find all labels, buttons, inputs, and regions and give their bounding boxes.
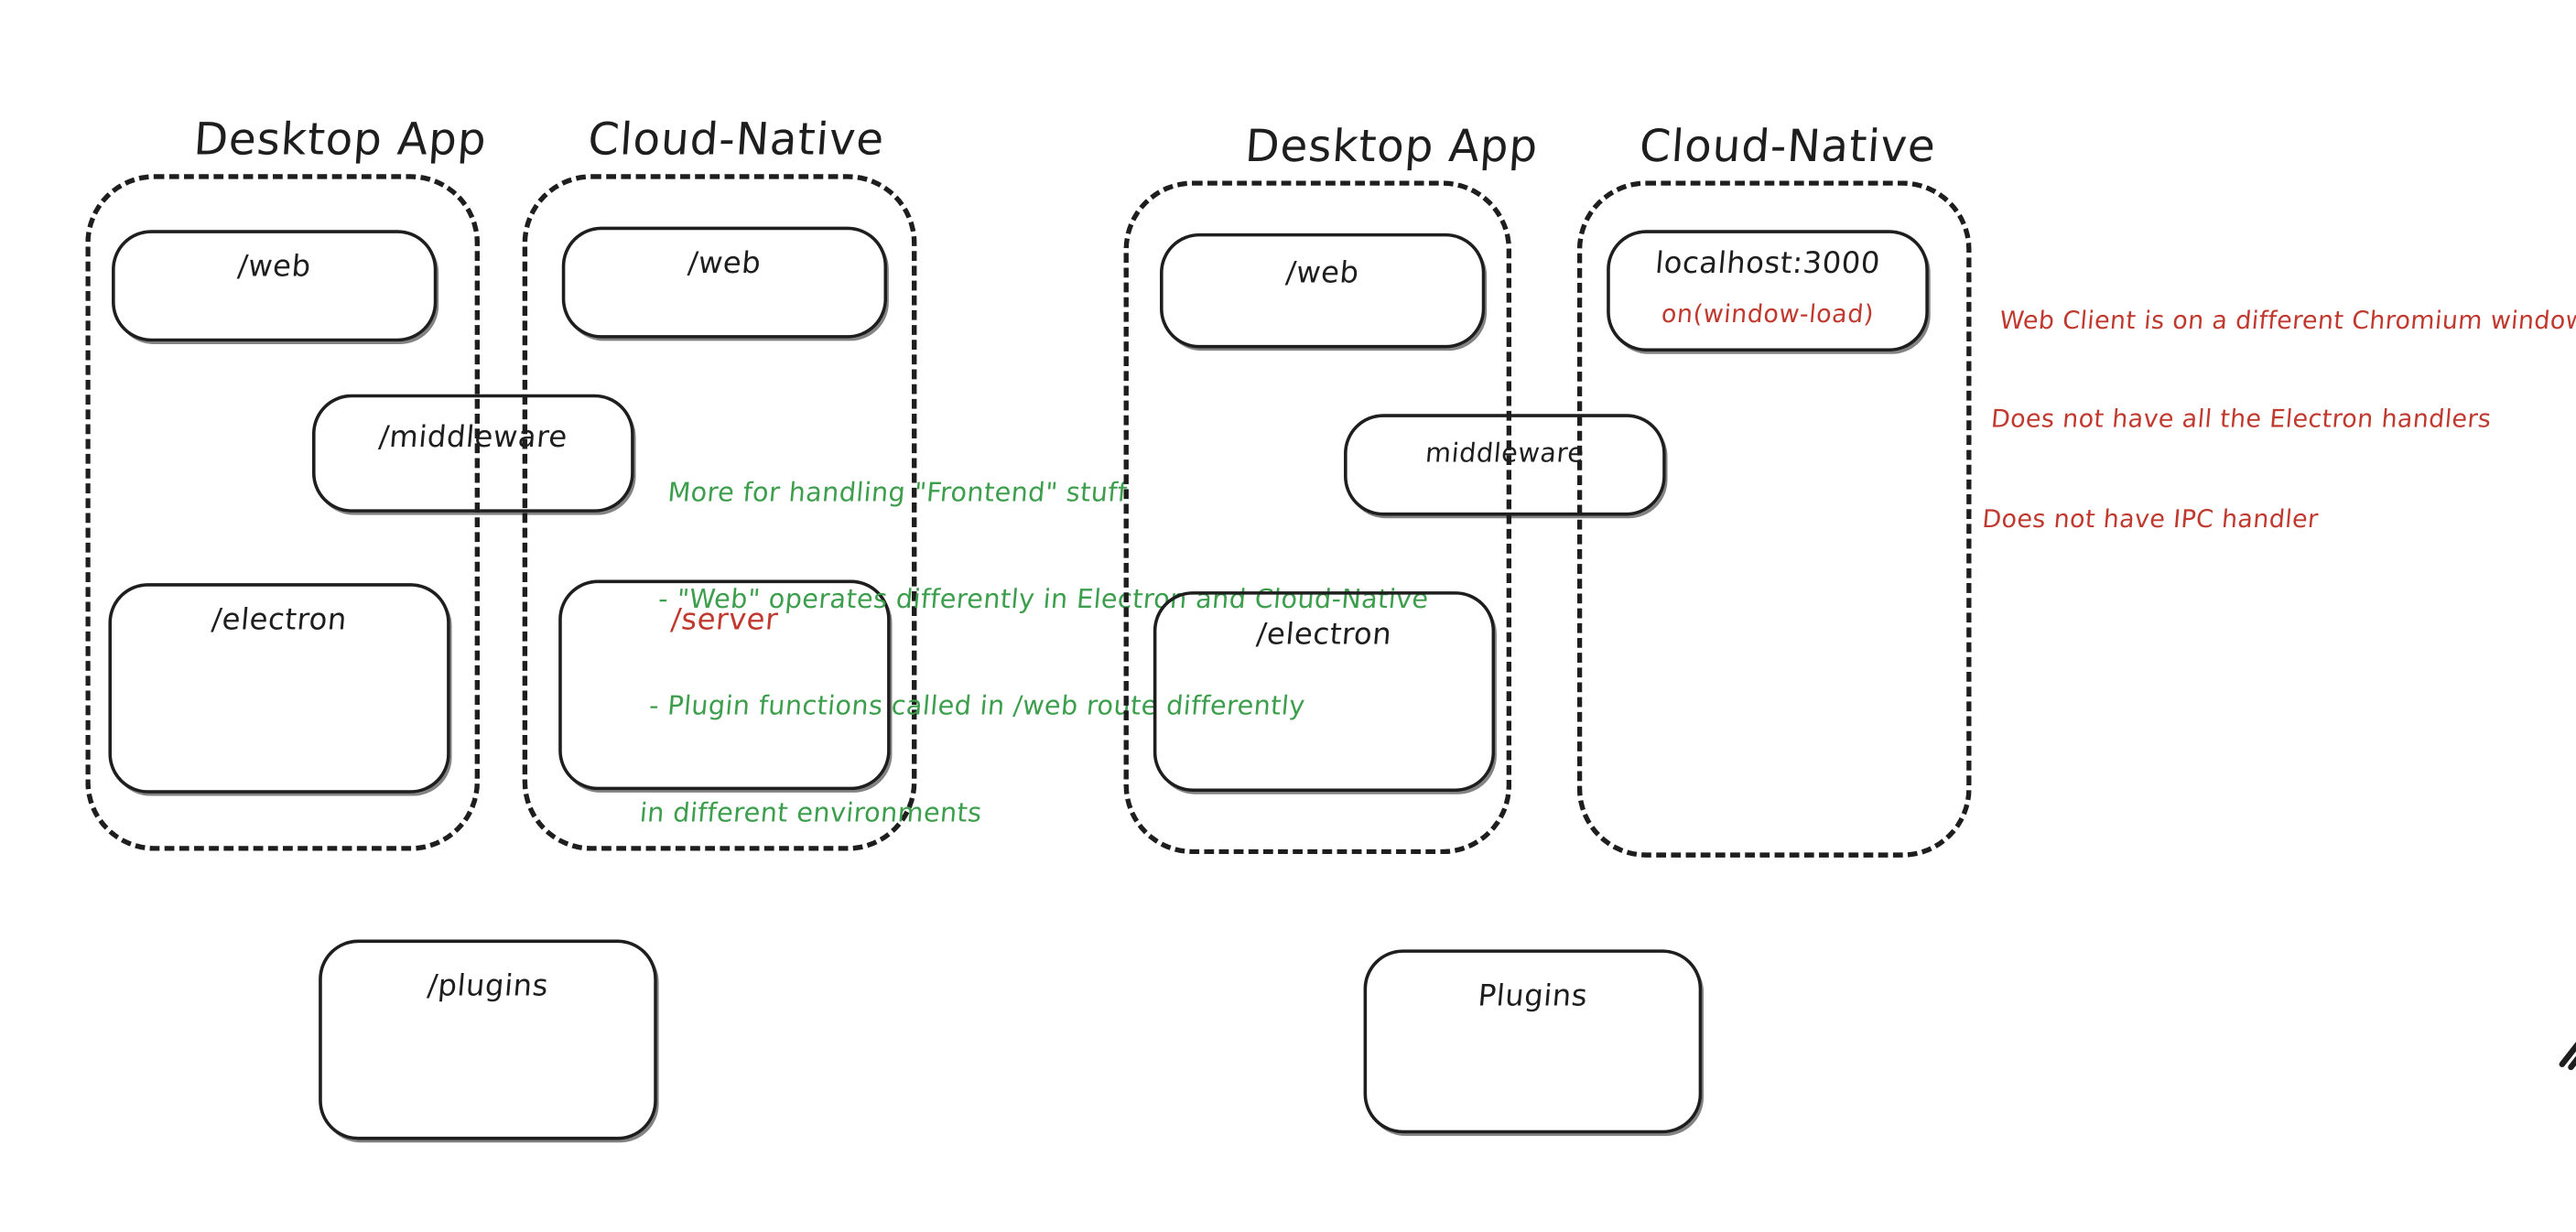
node-label-right-localhost: localhost:3000	[1653, 246, 1882, 281]
node-label-right-plugins: Plugins	[1476, 978, 1589, 1014]
arrow-right-electron-to-localhost	[2559, 1042, 2576, 1071]
node-label-right-electron: /electron	[1254, 617, 1393, 653]
group-label-cloud-native-left: Cloud-Native	[586, 114, 886, 167]
group-label-desktop-app-left: Desktop App	[191, 114, 489, 167]
node-right-desktop-web[interactable]: /web	[1160, 232, 1486, 349]
annotation-red-note-right: Web Client is on a different Chromium wi…	[1975, 236, 2576, 602]
annotation-line: Does not have all the Electron handlers	[1989, 404, 2493, 435]
node-left-server[interactable]: /server	[558, 579, 891, 791]
node-left-plugins[interactable]: /plugins	[319, 939, 657, 1140]
node-label-right-middleware: middleware	[1423, 437, 1586, 469]
group-container-desktop-app-right	[1123, 180, 1512, 855]
node-left-desktop-web[interactable]: /web	[112, 230, 438, 342]
annotation-line: Web Client is on a different Chromium wi…	[1998, 304, 2576, 335]
node-right-middleware[interactable]: middleware	[1344, 414, 1666, 516]
node-right-localhost[interactable]: localhost:3000 on(window-load)	[1607, 230, 1929, 352]
node-right-plugins[interactable]: Plugins	[1363, 949, 1703, 1134]
node-label-left-middleware: /middleware	[377, 420, 569, 456]
node-sublabel-right-localhost-on-window-load: on(window-load)	[1660, 298, 1876, 329]
node-left-electron[interactable]: /electron	[108, 583, 450, 794]
node-label-left-cloud-web: /web	[686, 246, 763, 281]
group-container-cloud-native-right	[1576, 180, 1972, 858]
group-label-desktop-app-right: Desktop App	[1243, 121, 1541, 173]
node-left-middleware[interactable]: /middleware	[311, 394, 634, 513]
node-right-electron[interactable]: /electron	[1153, 591, 1496, 793]
annotation-line: Does not have IPC handler	[1981, 503, 2320, 535]
node-label-left-desktop-web: /web	[236, 249, 313, 285]
node-label-right-desktop-web: /web	[1284, 255, 1361, 291]
group-container-desktop-app-left	[85, 174, 481, 851]
node-label-left-electron: /electron	[210, 602, 349, 638]
group-container-cloud-native-left	[522, 174, 917, 851]
group-label-cloud-native-right: Cloud-Native	[1638, 121, 1938, 173]
node-label-left-plugins: /plugins	[426, 968, 550, 1004]
node-left-cloud-web[interactable]: /web	[561, 226, 888, 339]
